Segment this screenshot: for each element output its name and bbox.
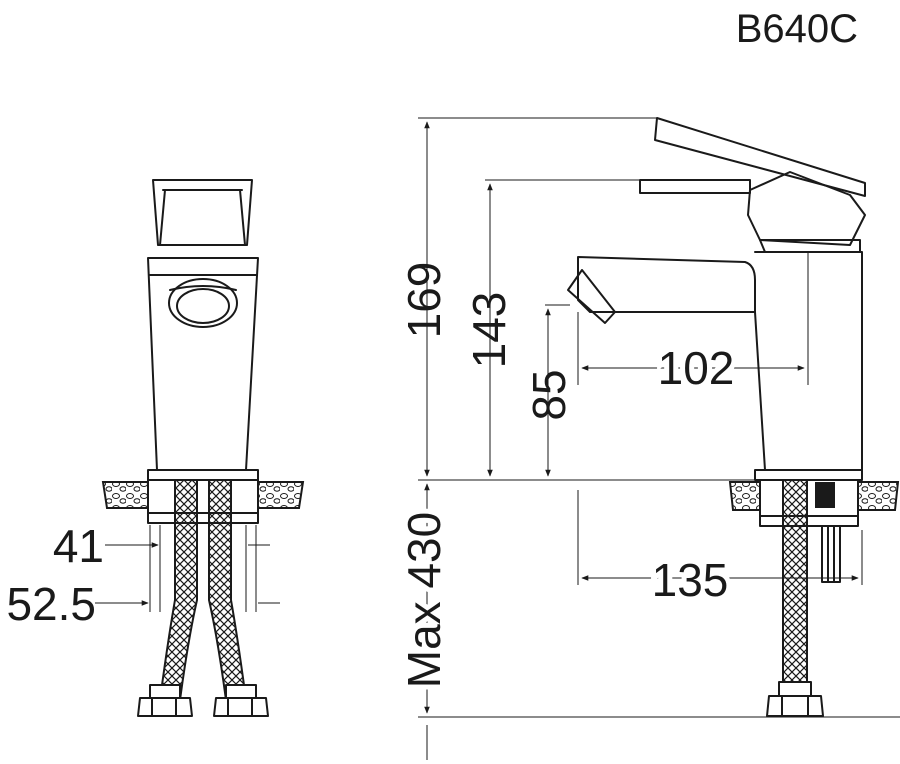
side-countertop: [728, 479, 900, 583]
side-dimension-lines: [424, 121, 859, 760]
side-spout: [567, 256, 756, 324]
model-title: B640C: [736, 7, 858, 51]
front-view: [95, 179, 305, 717]
side-view: [418, 117, 900, 760]
side-handle: [639, 117, 866, 253]
dim-hose-spacing: 52.5: [6, 578, 96, 630]
front-countertop: [101, 479, 305, 524]
front-handle: [152, 179, 253, 246]
front-dimensions: [95, 525, 280, 612]
dim-base-offset: 135: [652, 554, 729, 606]
dim-stem-width: 41: [53, 520, 104, 572]
side-extension-lines: [418, 117, 900, 718]
front-body: [147, 257, 259, 481]
dim-spout-height: 85: [523, 369, 575, 420]
dim-handle-height: 143: [463, 292, 515, 369]
dim-hose-max: Max 430: [398, 512, 450, 688]
dim-total-height: 169: [398, 262, 450, 339]
front-hoses: [137, 479, 269, 717]
side-hose: [766, 479, 824, 717]
dim-spout-reach: 102: [658, 342, 735, 394]
